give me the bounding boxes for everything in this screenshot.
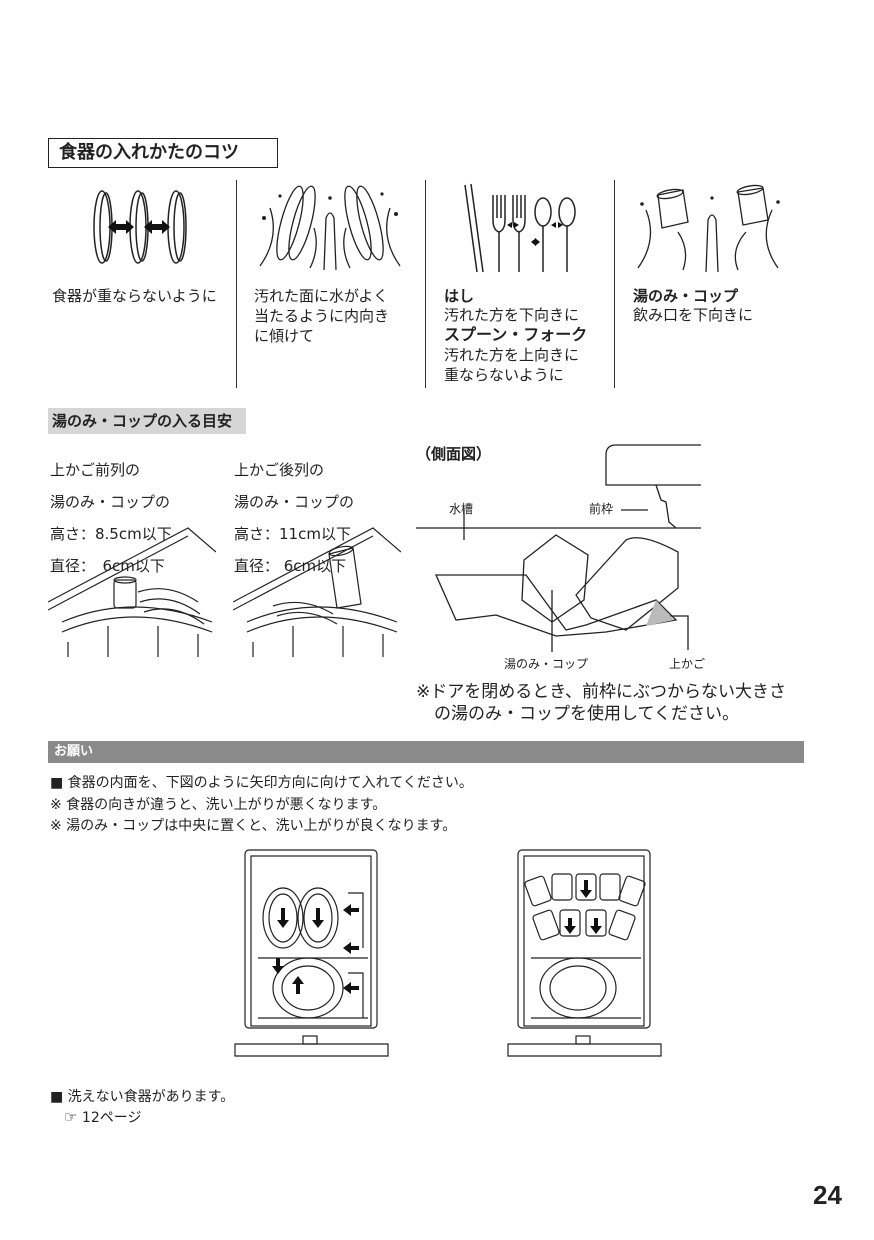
label-water-tank: 水槽: [449, 502, 474, 516]
tip-text-chopsticks: 汚れた方を下向きに: [444, 306, 580, 324]
rear-row-spec: 上かご後列の 湯のみ・コップの 高さ：11cm以下 直径： 6cm以下: [234, 446, 354, 590]
front-row-basket-illustration: [48, 527, 216, 657]
rear-row-basket-illustration: [233, 527, 401, 657]
cups-upside-down-illustration: [637, 184, 780, 273]
dish-loading-diagram: [234, 849, 389, 1057]
label-front-frame: 前枠: [589, 502, 614, 516]
tip-heading-cups: 湯のみ・コップ: [633, 287, 739, 305]
side-view-diagram: [416, 444, 701, 652]
plates-tilted-illustration: [259, 185, 401, 271]
tip-heading-chopsticks: はし: [444, 287, 475, 305]
front-row-spec: 上かご前列の 湯のみ・コップの 高さ：8.5cm以下 直径： 6cm以下: [50, 446, 172, 590]
side-view-note-line2: の湯のみ・コップを使用してください。: [434, 704, 739, 724]
front-row-height: 高さ：8.5cm以下: [50, 525, 172, 543]
label-cup: 湯のみ・コップ: [504, 657, 589, 671]
label-upper-basket: 上かご: [669, 657, 706, 671]
front-row-line2: 湯のみ・コップの: [50, 493, 171, 511]
column-divider: [425, 180, 426, 388]
request-bar: お願い: [48, 741, 804, 763]
cup-guide-heading: 湯のみ・コップの入る目安: [48, 408, 246, 434]
not-washable-line: ■ 洗えない食器があります。: [50, 1089, 235, 1105]
cutlery-illustration: [464, 183, 576, 273]
pointing-hand-icon: ☞: [64, 1108, 78, 1126]
rear-row-height: 高さ：11cm以下: [234, 525, 351, 543]
side-view-title: （側面図）: [416, 445, 492, 463]
rear-row-line2: 湯のみ・コップの: [234, 493, 355, 511]
section-title: 食器の入れかたのコツ: [48, 138, 278, 168]
tip-heading-spoon-fork: スプーン・フォーク: [444, 325, 588, 344]
side-view-note-line1: ※ドアを閉めるとき、前枠にぶつからない大きさ: [416, 682, 787, 702]
page-reference-text: 12ページ: [81, 1110, 142, 1126]
column-divider: [614, 180, 615, 388]
request-line2: ※ 食器の向きが違うと、洗い上がりが悪くなります。: [50, 797, 387, 813]
rear-row-line1: 上かご後列の: [234, 461, 325, 479]
plates-separated-illustration: [93, 190, 187, 264]
request-line3: ※ 湯のみ・コップは中央に置くと、洗い上がりが良くなります。: [50, 818, 457, 834]
front-row-line1: 上かご前列の: [50, 461, 141, 479]
tip-text-cups: 飲み口を下向きに: [633, 306, 754, 324]
cup-loading-diagram: [507, 849, 662, 1057]
page-reference[interactable]: ☞ 12ページ: [64, 1107, 141, 1128]
page-number: 24: [813, 1180, 842, 1210]
tip-text-spoon-fork: 汚れた方を上向きに 重ならないように: [444, 346, 580, 384]
tip-caption-no-overlap: 食器が重ならないように: [52, 287, 217, 305]
front-row-diameter: 直径： 6cm以下: [50, 557, 165, 575]
request-line1: ■ 食器の内面を、下図のように矢印方向に向けて入れてください。: [50, 775, 473, 791]
column-divider: [236, 180, 237, 388]
tip-caption-tilt-inward: 汚れた面に水がよく 当たるように内向き に傾けて: [254, 287, 390, 345]
